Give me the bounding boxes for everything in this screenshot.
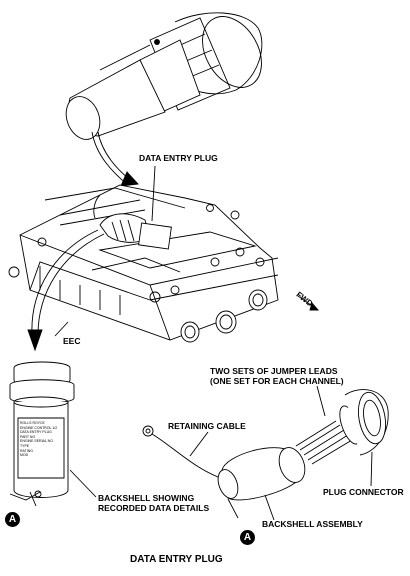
detail-a-marker-left: A [5,512,20,527]
engine-illustration [65,12,263,140]
detail-a-marker-right: A [240,530,255,545]
retaining-cable-leader [189,431,209,457]
eec-label: EEC [63,336,81,346]
backshell-showing-leader [69,469,97,498]
plate-line: DATA ENTRY PLUG [20,430,52,435]
plate-line: TYPE [20,443,30,448]
plate-line: PART NO [20,434,36,439]
engine-to-eec-arrow [91,131,139,187]
backshell-showing-label-line2: RECORDED DATA DETAILS [98,503,210,513]
eec-leader [54,321,69,337]
jumper-leads-label-line1: TWO SETS OF JUMPER LEADS [210,366,338,376]
retaining-cable-label: RETAINING CABLE [168,421,246,431]
jumper-leads-label-line2: (ONE SET FOR EACH CHANNEL) [210,376,344,386]
plug-connector-label: PLUG CONNECTOR [323,487,404,497]
backshell-showing-label-line1: BACKSHELL SHOWING [98,493,195,503]
eec-unit [8,184,279,343]
data-entry-plug-leader [151,165,156,222]
plate-line: ENGINE CONTROL 1/2 [20,425,58,430]
backshell-detail-left [9,361,75,507]
jumper-leads-leader [316,385,326,417]
backshell-data-plate: ROLLS ROYCE ENGINE CONTROL 1/2 DATA ENTR… [20,421,64,458]
plug-connector-leader [370,451,373,487]
backshell-assembly-detail [142,389,389,519]
backshell-assembly-label: BACKSHELL ASSEMBLY [262,519,363,529]
plate-line: MOD [20,453,29,458]
plate-line: RATING [20,448,33,453]
eec-to-detail-arrow [27,229,105,352]
backshell-assembly-leader [264,494,275,521]
figure-title: DATA ENTRY PLUG [130,554,223,565]
plate-line: ENGINE SERIAL NO [20,439,53,444]
data-entry-plug-label: DATA ENTRY PLUG [139,153,218,163]
plate-line: ROLLS ROYCE [20,421,45,425]
